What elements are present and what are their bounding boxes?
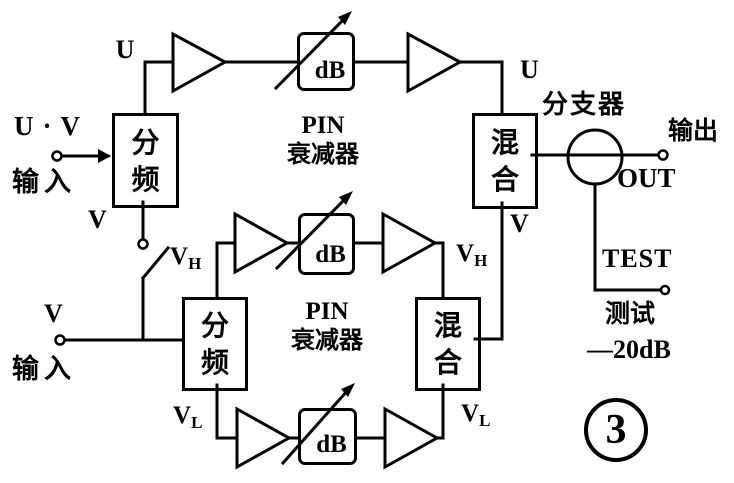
output-label-en: OUT bbox=[617, 163, 676, 193]
mixer2-block: 混 合 bbox=[415, 297, 481, 391]
attenuator-arrow-1 bbox=[273, 16, 347, 91]
wire-divider2-to-amp3 bbox=[215, 241, 237, 299]
uv-input-arrowhead bbox=[98, 149, 111, 163]
amplifier-4-icon bbox=[381, 211, 439, 275]
attenuator3-box: dB bbox=[298, 408, 357, 465]
wire-amp2-to-mixer1 bbox=[458, 60, 504, 115]
uv-input-terminal bbox=[51, 150, 63, 162]
input-signal-uv: U·V bbox=[14, 111, 90, 141]
amplifier-1-icon bbox=[171, 31, 229, 94]
amplifier-3-icon bbox=[233, 211, 291, 275]
pin-caption-line2: 衰减器 bbox=[287, 140, 359, 168]
mixer1-block: 混 合 bbox=[472, 113, 538, 209]
divider1-char1: 分 bbox=[131, 125, 160, 159]
splitter-label: 分支器 bbox=[542, 90, 627, 120]
test-label-en: TEST bbox=[602, 244, 673, 273]
vh-base: V bbox=[170, 243, 189, 270]
mixer1-char2: 合 bbox=[490, 163, 519, 196]
attenuator1-label: dB bbox=[314, 57, 346, 84]
signal-label-vl-right: VL bbox=[461, 400, 490, 431]
wire-mixer2-to-mixer1 bbox=[473, 201, 504, 341]
vh-base-2: V bbox=[456, 240, 475, 267]
signal-label-vh-right: VH bbox=[456, 240, 487, 271]
vl-sub-2: L bbox=[479, 411, 491, 430]
wire-divider2-to-amp5 bbox=[215, 383, 239, 440]
output-label-cn: 输出 bbox=[668, 116, 719, 145]
v-input-terminal bbox=[54, 334, 66, 346]
mixer1-char1: 混 bbox=[490, 126, 519, 159]
attenuator1-box: dB bbox=[297, 32, 355, 91]
attenuator3-label: dB bbox=[316, 431, 347, 458]
vl-base: V bbox=[173, 402, 192, 429]
vl-sub: L bbox=[191, 413, 203, 432]
input-label-bottom: 输入 bbox=[12, 354, 76, 385]
attenuator-arrowhead-1 bbox=[338, 11, 352, 25]
vh-sub: H bbox=[188, 254, 202, 273]
pin-caption2-line2: 衰减器 bbox=[291, 326, 363, 354]
pin-attenuator-caption-top: PIN 衰减器 bbox=[270, 112, 376, 168]
divider1-block: 分 频 bbox=[112, 113, 179, 208]
input-signal-v: V bbox=[44, 299, 63, 328]
signal-label-v-divider1: V bbox=[88, 205, 107, 234]
attenuator2-box: dB bbox=[298, 213, 355, 275]
test-terminal bbox=[659, 284, 671, 296]
vl-base-2: V bbox=[461, 400, 480, 427]
input-label-top: 输入 bbox=[12, 167, 76, 198]
pin-attenuator-caption-middle: PIN 衰减器 bbox=[274, 298, 380, 354]
attenuator-arrowhead-2 bbox=[339, 191, 353, 205]
wire-divider1-to-amp1 bbox=[143, 60, 175, 115]
switch-contact-terminal bbox=[137, 238, 149, 250]
mixer2-char2: 合 bbox=[433, 346, 462, 379]
attenuator-arrow-2 bbox=[274, 195, 349, 271]
figure-number-badge: 3 bbox=[584, 398, 648, 462]
amplifier-6-icon bbox=[383, 406, 441, 470]
mixer2-char1: 混 bbox=[433, 309, 462, 342]
pin-caption2-line1: PIN bbox=[305, 298, 349, 325]
test-level-label: —20dB bbox=[587, 335, 671, 364]
signal-label-v-mixer1: V bbox=[510, 209, 529, 238]
test-label-cn: 测试 bbox=[605, 299, 656, 328]
amplifier-2-icon bbox=[406, 31, 464, 94]
attenuator-arrow-3 bbox=[280, 387, 351, 466]
amplifier-5-icon bbox=[235, 406, 293, 470]
wire-amp6-to-mixer2 bbox=[435, 383, 445, 440]
divider2-char1: 分 bbox=[200, 309, 229, 342]
figure-number: 3 bbox=[605, 407, 627, 453]
splitter-symbol bbox=[566, 128, 624, 186]
switch-lever bbox=[140, 245, 171, 281]
divider1-char2: 频 bbox=[131, 162, 160, 196]
signal-label-u-top: U bbox=[115, 35, 135, 64]
attenuator-arrowhead-3 bbox=[341, 383, 355, 397]
vh-sub-2: H bbox=[474, 251, 488, 270]
pin-caption-line1: PIN bbox=[301, 112, 345, 139]
signal-label-u-mixer1: U bbox=[520, 55, 539, 84]
attenuator2-label: dB bbox=[315, 241, 346, 268]
output-terminal bbox=[657, 149, 669, 161]
wire-splitter-to-test bbox=[593, 182, 663, 292]
divider2-char2: 频 bbox=[200, 346, 229, 379]
wire-amp4-to-mixer2 bbox=[433, 241, 445, 299]
signal-label-vh-left: VH bbox=[170, 243, 201, 274]
signal-label-vl-left: VL bbox=[173, 402, 202, 433]
divider2-block: 分 频 bbox=[182, 297, 248, 391]
